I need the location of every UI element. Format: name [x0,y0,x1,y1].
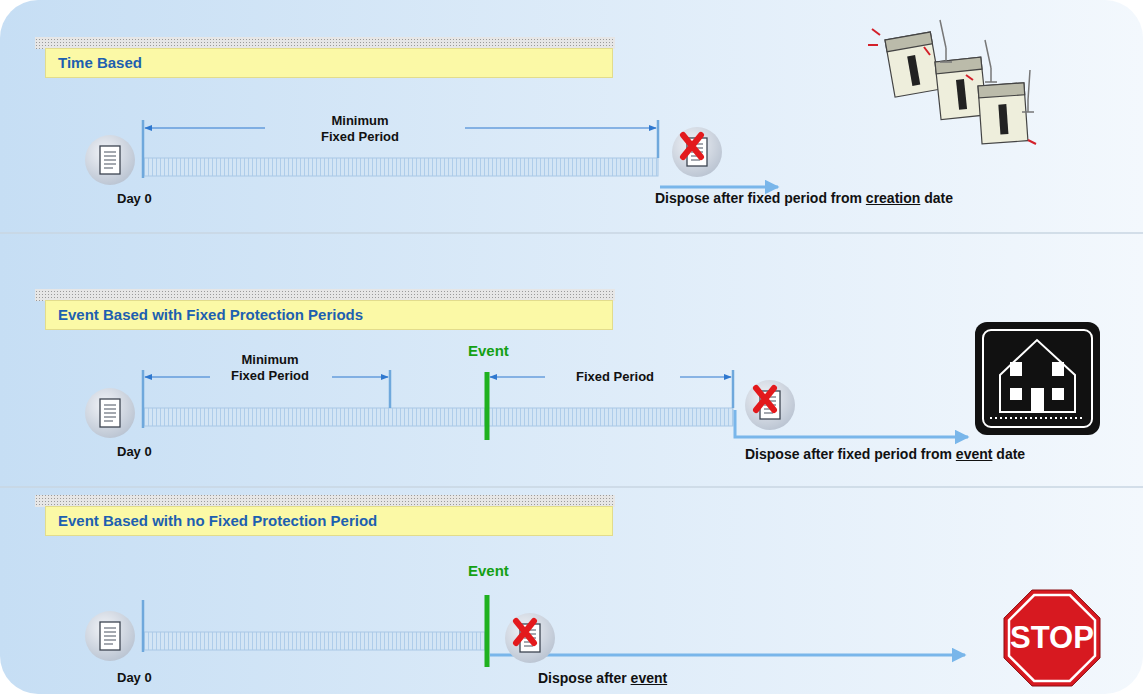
dispose-text: Dispose after [538,670,627,686]
day-label: Day 0 [117,191,152,207]
section-header: Event Based with Fixed Protection Period… [45,300,613,330]
header-text: Time Based [58,54,142,72]
emphasis-word: creation [866,190,920,206]
section-header: Event Based with no Fixed Protection Per… [45,506,613,536]
day-label: Day 0 [117,670,152,686]
period-label: Fixed Period [576,369,654,385]
stop-sign-text: STOP [1010,622,1094,654]
header-text: Event Based with no Fixed Protection Per… [58,512,377,530]
event-label: Event [468,563,509,579]
dispose-note: Dispose after fixed period fromcreationd… [655,190,953,206]
dispose-text: date [924,190,953,206]
emphasis-word: event [631,670,668,686]
period-label: Minimum Fixed Period [225,352,315,384]
event-label: Event [468,343,509,359]
dispose-text: Dispose after fixed period from [745,446,952,462]
emphasis-word: event [956,446,993,462]
dispose-note: Dispose after fixed period fromeventdate [745,446,1025,462]
period-label: Minimum Fixed Period [315,113,405,145]
section-header: Time Based [45,48,613,78]
dispose-text: Dispose after fixed period from [655,190,862,206]
header-text: Event Based with Fixed Protection Period… [58,306,363,324]
dispose-note: Dispose afterevent [538,670,667,686]
dispose-text: date [996,446,1025,462]
day-label: Day 0 [117,444,152,460]
